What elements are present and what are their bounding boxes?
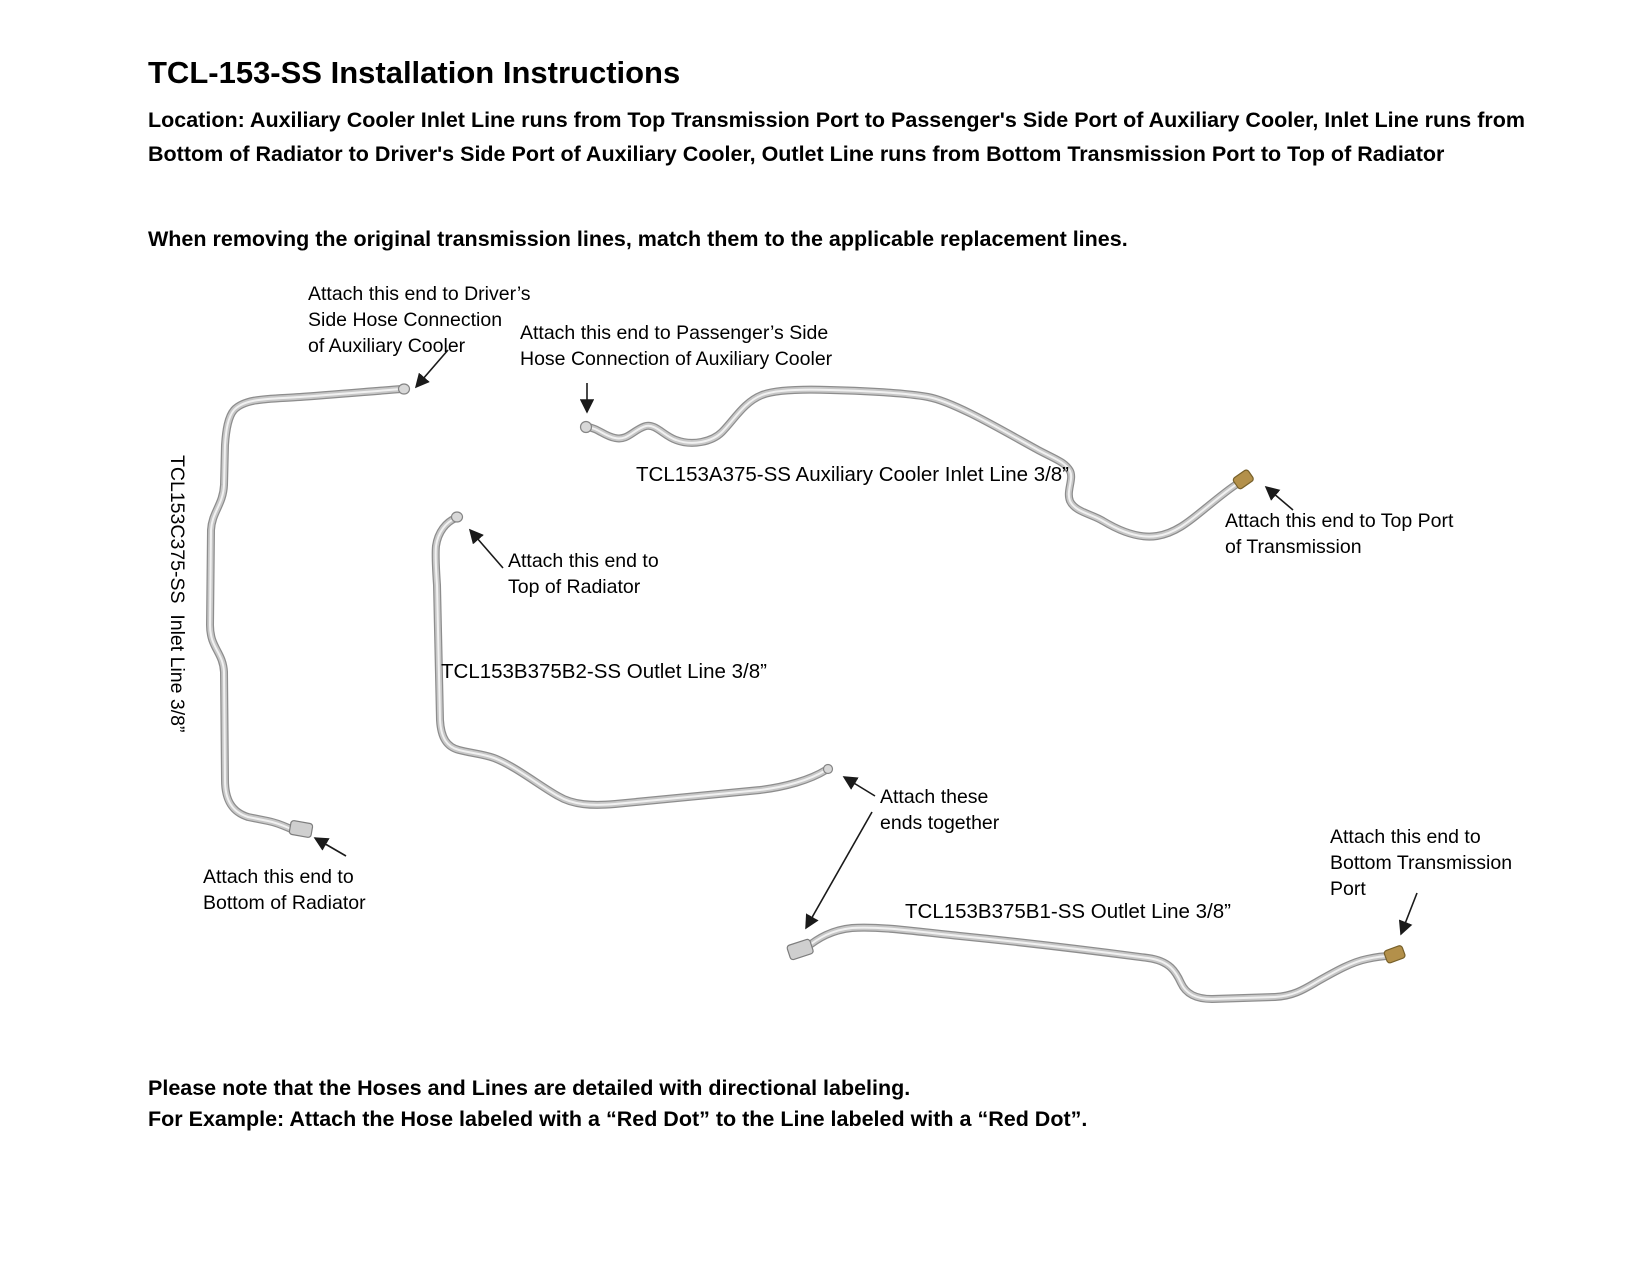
label-inlet-line-a: TCL153A375-SS Auxiliary Cooler Inlet Lin… (636, 463, 1070, 486)
label-outlet-line-b2: TCL153B375B2-SS Outlet Line 3/8” (441, 660, 767, 683)
arrow-top-of-radiator (468, 528, 504, 569)
callout-bottom-of-radiator: Attach this end to Bottom of Radiator (203, 866, 366, 914)
intro-note: When removing the original transmission … (148, 227, 1128, 251)
outlet-line-b1-tube (786, 928, 1406, 999)
location-paragraph: Location: Auxiliary Cooler Inlet Line ru… (148, 108, 1525, 166)
outlet-b2-flared-end (450, 511, 464, 523)
label-inlet-line-c: TCL153C375-SS Inlet Line 3/8” (166, 455, 188, 733)
inlet-line-c-tube (210, 383, 411, 838)
callout-driver-side: Attach this end to Driver’s Side Hose Co… (308, 283, 531, 357)
inlet-a-flared-end (579, 420, 593, 434)
callout-passenger-side: Attach this end to Passenger’s Side Hose… (520, 322, 833, 370)
arrow-bottom-of-radiator (313, 837, 347, 857)
footer-note-line2: For Example: Attach the Hose labeled wit… (148, 1107, 1088, 1131)
arrow-bottom-transmission-port (1398, 892, 1418, 936)
inlet-line-a-tube (579, 390, 1254, 537)
callout-bottom-transmission-port: Attach this end to Bottom Transmission P… (1330, 826, 1513, 900)
callout-arrows (313, 349, 1418, 936)
arrow-ends-together-lower (805, 811, 873, 930)
outlet-line-b2-tube (436, 511, 834, 805)
outlet-b2-join-end (822, 763, 834, 775)
arrow-ends-together-upper (842, 776, 876, 797)
arrow-driver-side-end (414, 349, 449, 389)
outlet-b1-join-fitting (786, 938, 814, 961)
outlet-b1-transmission-fitting (1383, 945, 1406, 964)
label-outlet-line-b1: TCL153B375B1-SS Outlet Line 3/8” (905, 900, 1231, 923)
footer-note-line1: Please note that the Hoses and Lines are… (148, 1076, 911, 1100)
callout-top-port-transmission: Attach this end to Top Port of Transmiss… (1225, 510, 1454, 558)
inlet-c-flared-end (397, 383, 411, 395)
arrow-top-port-transmission (1264, 485, 1294, 511)
inlet-a-transmission-fitting (1232, 469, 1254, 490)
inlet-c-radiator-fitting (288, 820, 314, 838)
page-title: TCL-153-SS Installation Instructions (148, 55, 681, 90)
callout-ends-together: Attach these ends together (880, 786, 1000, 834)
callout-top-of-radiator: Attach this end to Top of Radiator (508, 550, 659, 598)
